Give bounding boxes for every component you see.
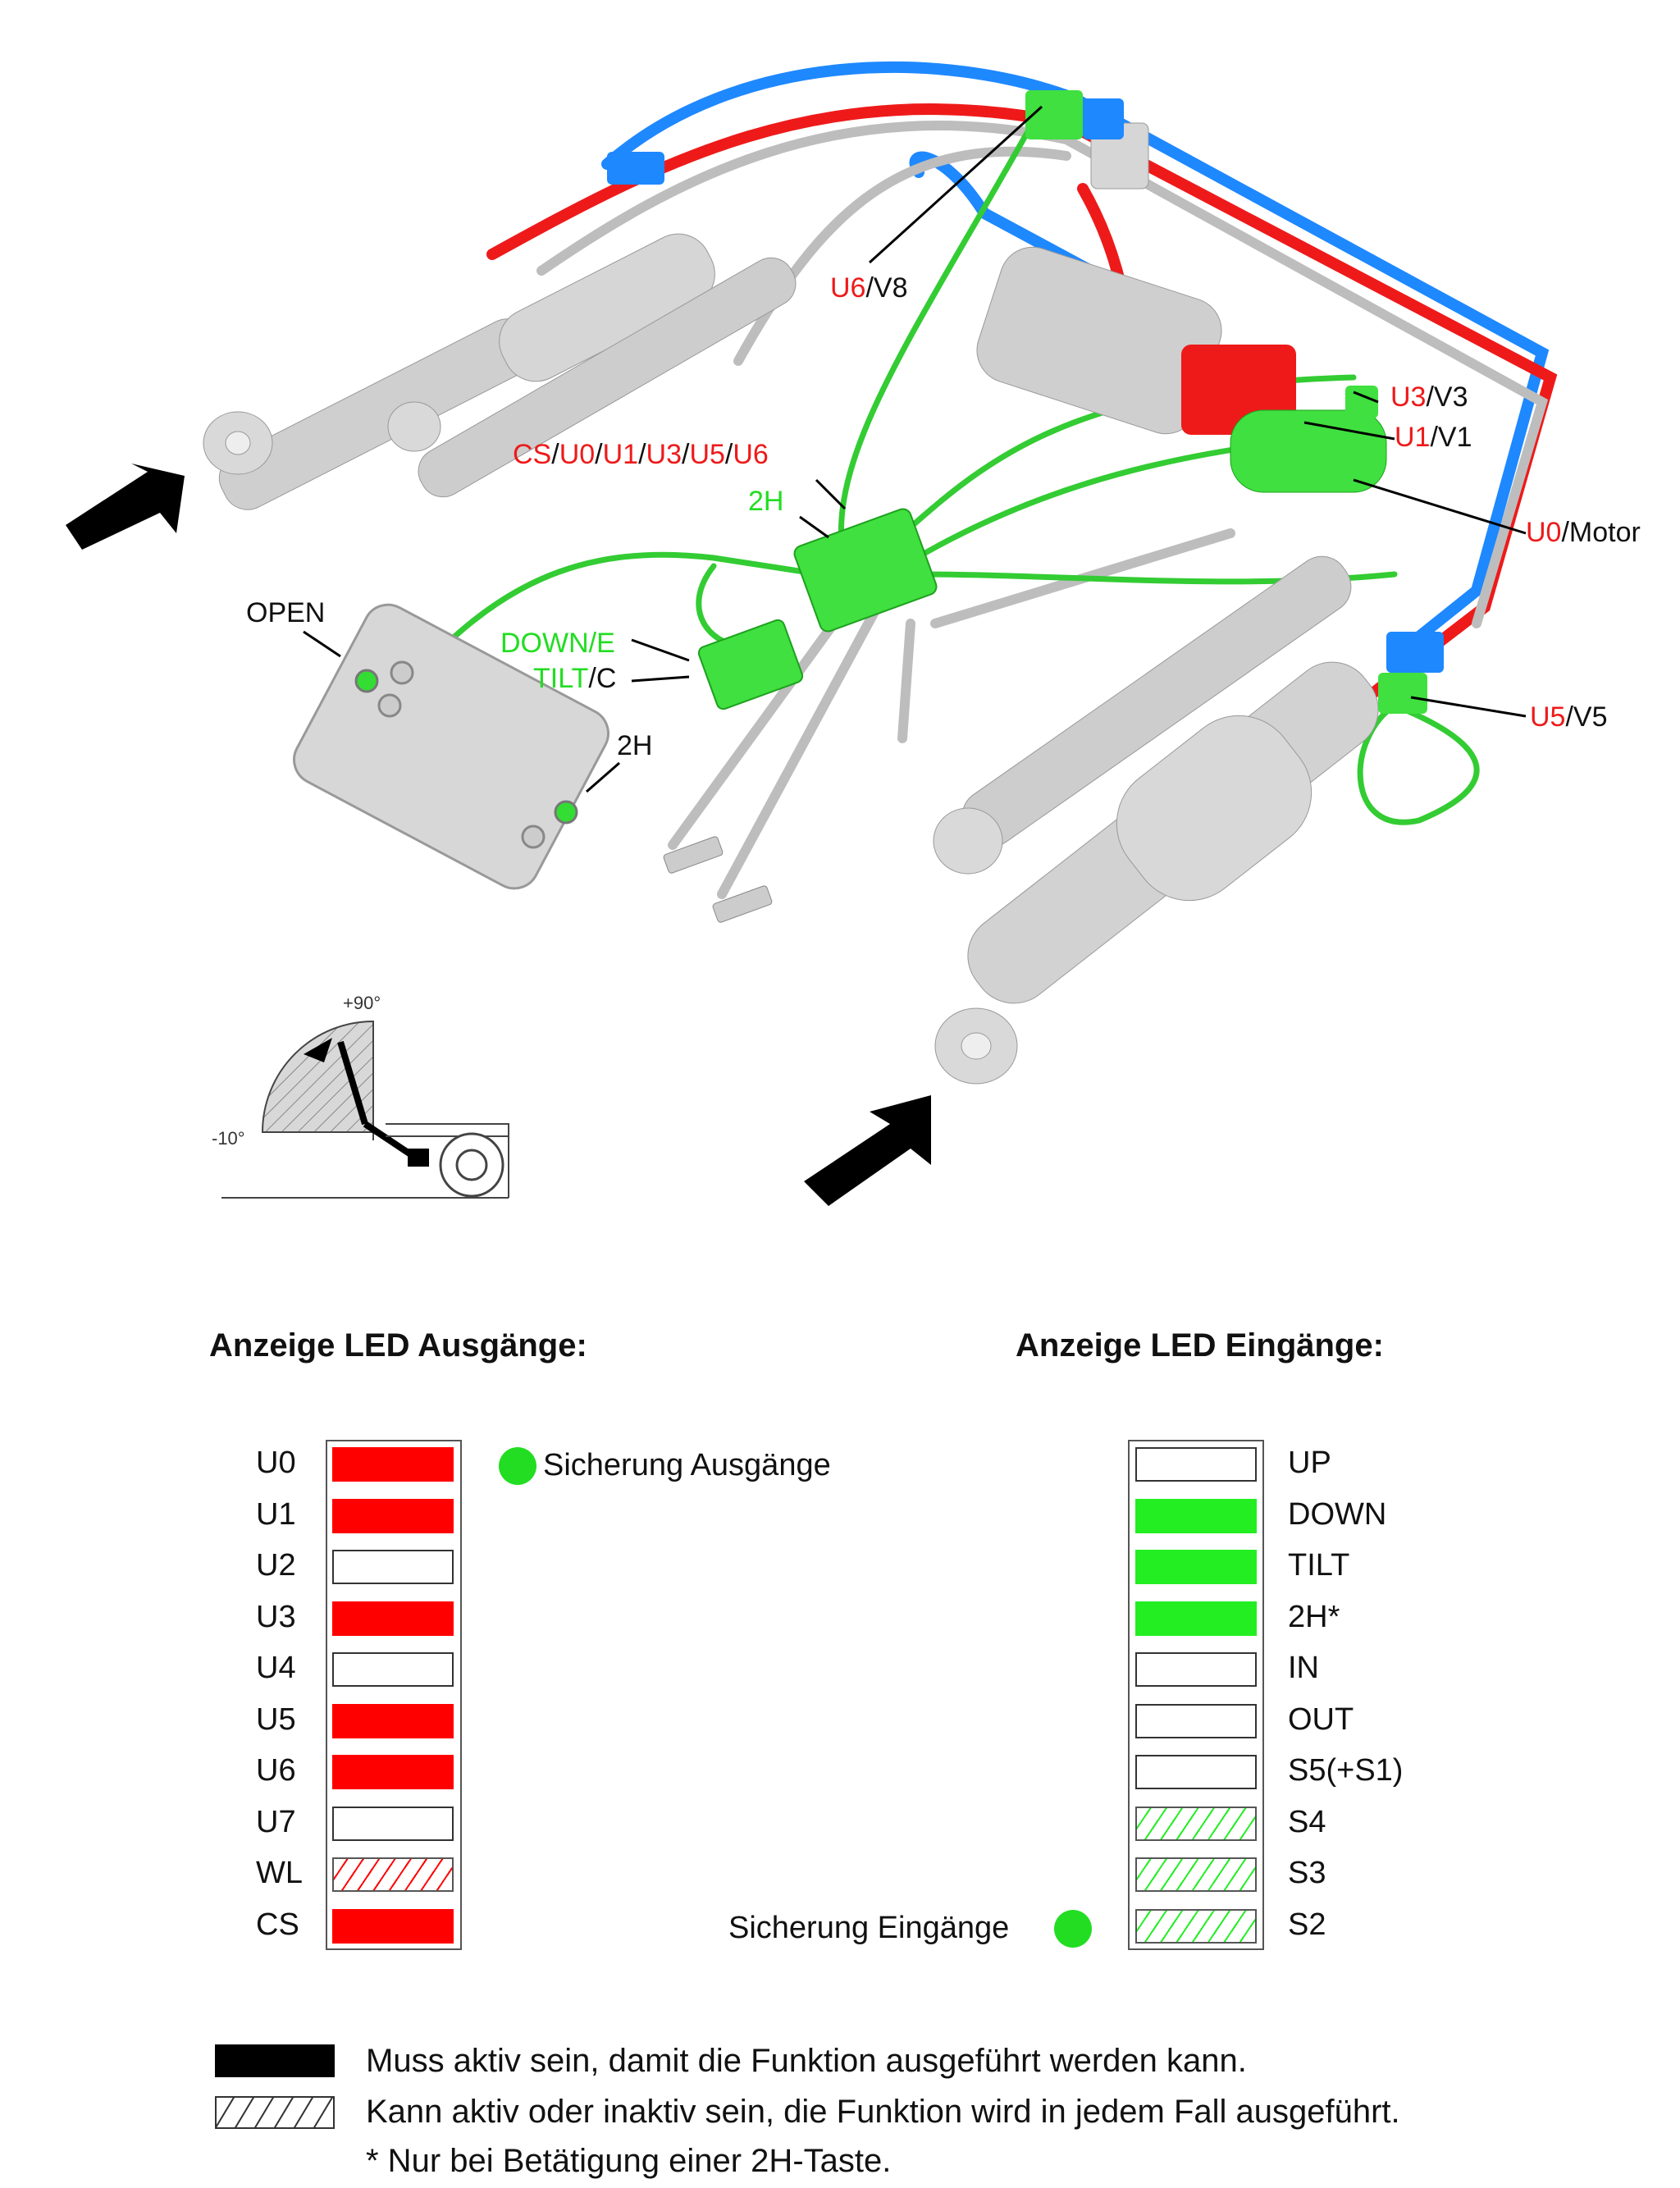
output-led-u0 (332, 1447, 454, 1482)
output-label-u2: U2 (256, 1548, 296, 1583)
output-led-u2 (332, 1550, 454, 1584)
input-led-s3 (1135, 1857, 1257, 1892)
tilt-angle-inset: +90° -10° (212, 993, 509, 1199)
label-u5-v5: U5/V5 (1530, 701, 1608, 733)
input-led-s5s1 (1135, 1755, 1257, 1789)
input-led-s2 (1135, 1908, 1257, 1944)
output-label-cs: CS (256, 1907, 299, 1942)
output-label-u3: U3 (256, 1599, 296, 1634)
label-2h-remote: 2H (617, 730, 652, 761)
right-cylinder-lower (934, 632, 1444, 1085)
output-led-u7 (332, 1806, 454, 1841)
label-cs-chain: CS/U0/U1/U3/U5/U6 (513, 439, 769, 470)
output-led-u1 (332, 1498, 454, 1533)
legend-hatched-swatch (215, 2096, 335, 2129)
input-label-in: IN (1288, 1651, 1319, 1685)
arrow-left-icon (66, 464, 185, 550)
output-label-u0: U0 (256, 1446, 296, 1480)
input-label-down: DOWN (1288, 1496, 1387, 1532)
remote-control (293, 603, 609, 890)
label-u0-motor: U0/Motor (1526, 517, 1641, 548)
output-label-u6: U6 (256, 1753, 296, 1788)
label-2h-green: 2H (748, 486, 783, 517)
arrow-right-icon (804, 1095, 931, 1206)
input-label-tilt: TILT (1288, 1548, 1350, 1583)
pump-motor-unit (976, 90, 1387, 493)
input-label-s2: S2 (1288, 1907, 1326, 1942)
output-led-u3 (332, 1601, 454, 1636)
legend-note: * Nur bei Betätigung einer 2H-Taste. (366, 2143, 892, 2179)
input-led-out (1135, 1703, 1257, 1738)
output-led-u4 (332, 1652, 454, 1687)
label-u1-v1: U1/V1 (1395, 422, 1472, 453)
left-cylinder-upper (203, 152, 715, 510)
right-cylinder-upper (933, 555, 1352, 875)
label-down-e: DOWN/E (500, 628, 615, 659)
legend-either: Kann aktiv oder inaktiv sein, die Funkti… (366, 2094, 1400, 2130)
output-fuse-label: Sicherung Ausgänge (543, 1448, 831, 1482)
input-label-2h: 2H* (1288, 1599, 1340, 1634)
output-label-u1: U1 (256, 1496, 296, 1532)
input-fuse-icon (1054, 1910, 1092, 1948)
leader-lines (303, 105, 1527, 793)
label-u3-v3: U3/V3 (1390, 381, 1468, 413)
output-led-cs (332, 1908, 454, 1944)
input-label-out: OUT (1288, 1702, 1354, 1737)
input-label-s3: S3 (1288, 1856, 1326, 1890)
output-led-u5 (332, 1703, 454, 1738)
input-label-s4: S4 (1288, 1804, 1326, 1839)
outputs-title: Anzeige LED Ausgänge: (209, 1327, 587, 1364)
output-label-u4: U4 (256, 1651, 296, 1685)
inputs-title: Anzeige LED Eingänge: (1016, 1327, 1384, 1364)
output-label-wl: WL (256, 1856, 303, 1890)
input-label-s5s1: S5(+S1) (1288, 1753, 1404, 1788)
input-led-down (1135, 1498, 1257, 1533)
angle-minus-label: -10° (212, 1128, 245, 1149)
input-led-in (1135, 1652, 1257, 1687)
output-label-u5: U5 (256, 1702, 296, 1737)
legend-must-active: Muss aktiv sein, damit die Funktion ausg… (366, 2043, 1247, 2079)
hydraulic-system-diagram: +90° -10° U6/V8 U3/V3 U1/V1 U0/Motor U5/… (66, 61, 1641, 1206)
input-led-up (1135, 1447, 1257, 1482)
legend-solid-swatch (215, 2044, 335, 2077)
output-led-u6 (332, 1755, 454, 1789)
label-open: OPEN (246, 597, 325, 628)
control-box (697, 508, 938, 710)
output-label-u7: U7 (256, 1804, 296, 1839)
angle-plus-label: +90° (343, 993, 381, 1013)
label-tilt-c: TILT/C (533, 663, 616, 694)
label-u6-v8: U6/V8 (830, 272, 908, 304)
sensors (663, 836, 773, 923)
input-fuse-label: Sicherung Eingänge (728, 1911, 1010, 1945)
output-fuse-icon (499, 1447, 536, 1485)
input-led-tilt (1135, 1550, 1257, 1584)
output-led-wl (332, 1857, 454, 1892)
input-label-up: UP (1288, 1446, 1331, 1480)
left-cylinder-lower (387, 257, 797, 498)
input-led-s4 (1135, 1806, 1257, 1841)
input-led-2h (1135, 1601, 1257, 1636)
